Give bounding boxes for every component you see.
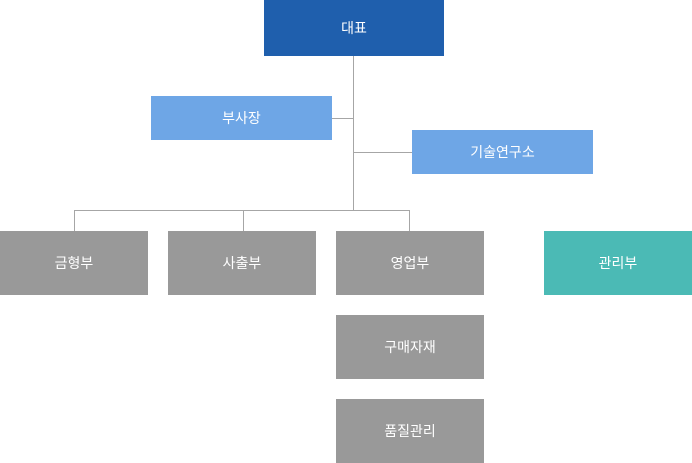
- research-lab-box: 기술연구소: [412, 130, 593, 174]
- connector-main-vertical: [353, 56, 354, 210]
- connector-sales: [409, 210, 410, 231]
- injection-department-box: 사출부: [168, 231, 316, 295]
- management-department-box: 관리부: [544, 231, 692, 295]
- connector-research-lab: [353, 152, 412, 153]
- sales-department-box: 영업부: [336, 231, 484, 295]
- mold-department-box: 금형부: [0, 231, 148, 295]
- quality-control-box: 품질관리: [336, 399, 484, 463]
- connector-injection: [243, 210, 244, 231]
- connector-vice-president: [332, 118, 353, 119]
- purchasing-box: 구매자재: [336, 315, 484, 379]
- ceo-box: 대표: [264, 0, 444, 56]
- vice-president-box: 부사장: [151, 96, 332, 140]
- connector-department-bar: [74, 210, 410, 211]
- connector-mold: [74, 210, 75, 231]
